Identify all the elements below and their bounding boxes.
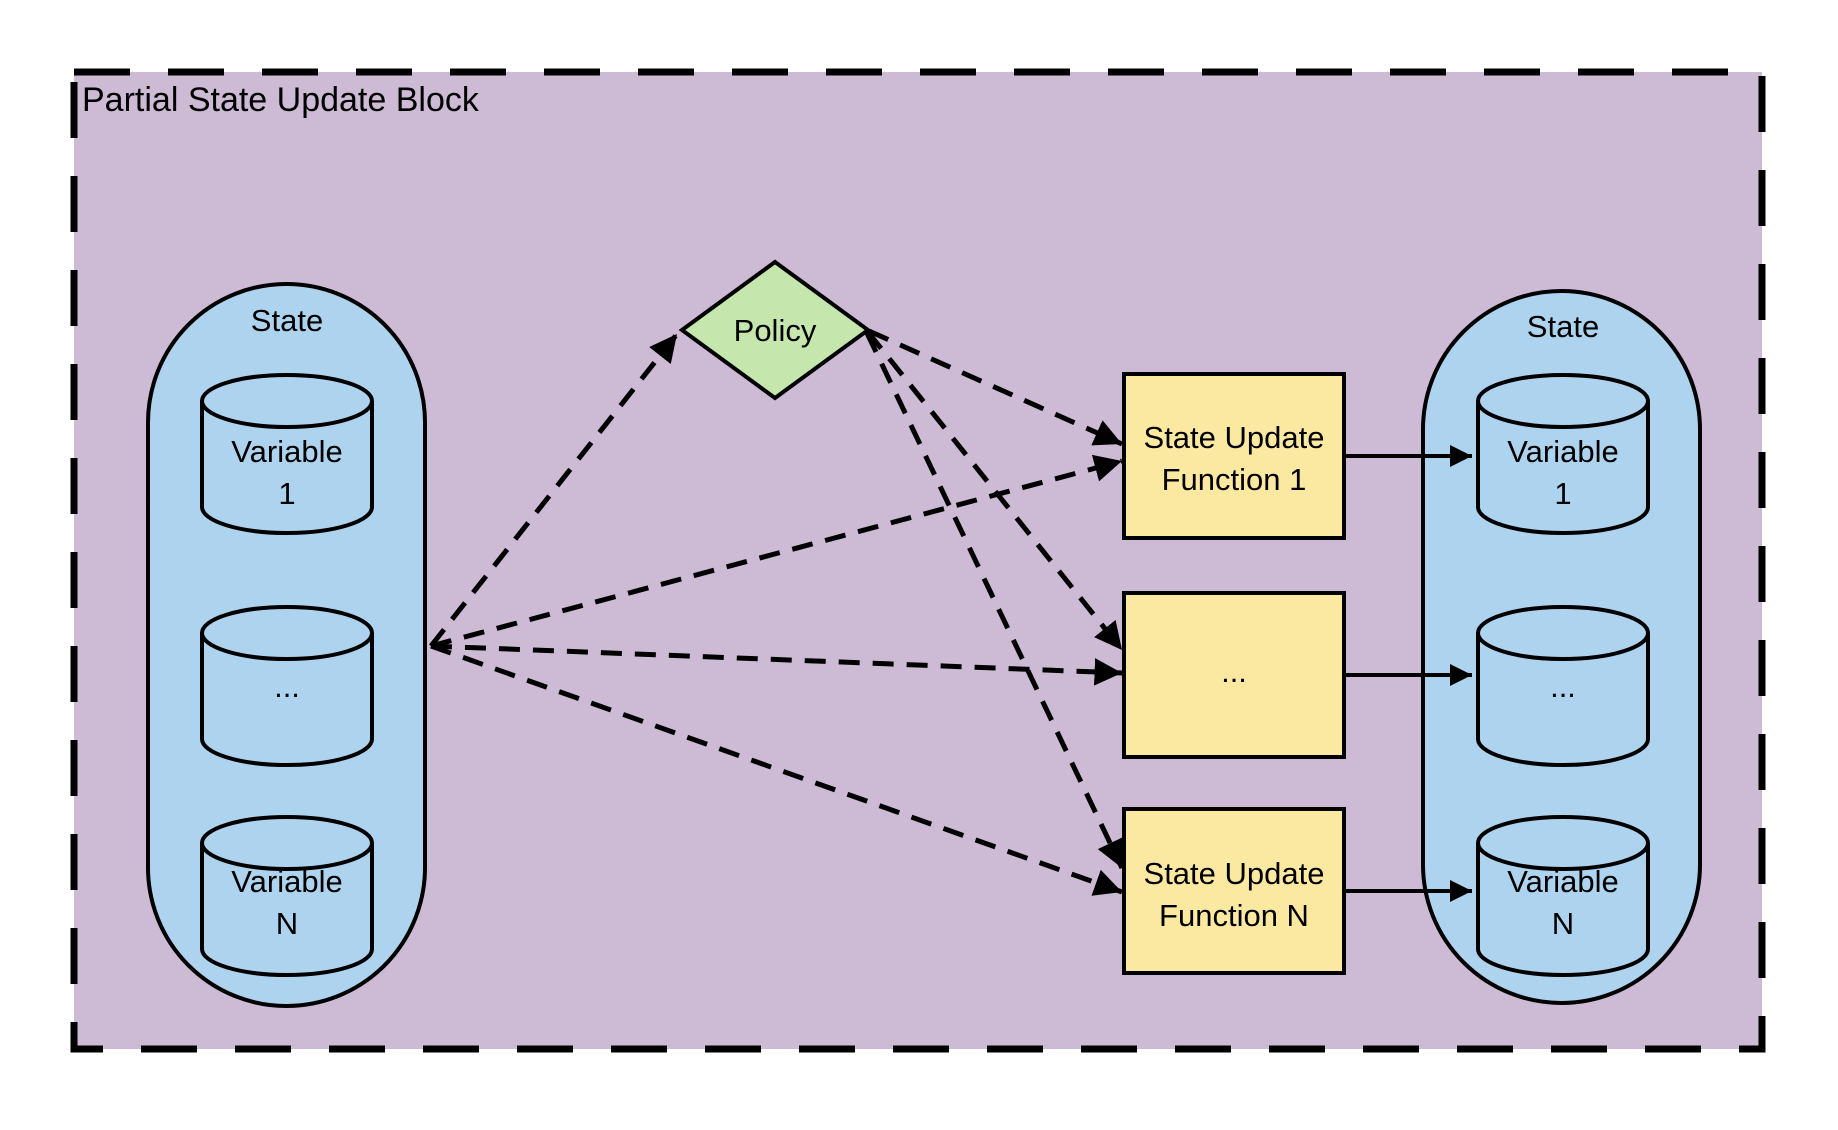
edge-policy-to-function-1 — [867, 328, 1124, 447]
state-update-function-ellipsis-box — [1122, 591, 1346, 759]
cylinder-label-line2: 1 — [278, 476, 295, 511]
function-label-line1: ... — [1221, 654, 1247, 689]
cylinder-body — [200, 633, 374, 767]
cylinder-top — [200, 815, 374, 871]
left-state-group: State Variable 1 ... Variable N — [146, 282, 427, 1008]
state-update-function-ellipsis-group: ... — [1122, 591, 1346, 759]
cylinder-body — [200, 843, 374, 977]
left-cylinder-variable-1: Variable 1 — [200, 373, 374, 535]
cylinder-top — [1476, 605, 1650, 661]
cylinder-label-line2: N — [1552, 906, 1574, 941]
cylinder-top — [1476, 373, 1650, 429]
policy-group: Policy — [678, 259, 872, 401]
edge-policy-to-function-n — [864, 331, 1125, 870]
cylinder-body — [1476, 633, 1650, 767]
cylinder-label-line1: Variable — [1507, 864, 1618, 899]
left-state-label: State — [251, 303, 323, 338]
cylinder-body — [1476, 843, 1650, 977]
cylinder-top — [200, 605, 374, 661]
edge-state-to-function-ellipsis — [430, 643, 1123, 686]
function-label-line1: State Update — [1144, 856, 1325, 891]
right-cylinder-variable-n: Variable N — [1476, 815, 1650, 977]
cylinder-label-line1: Variable — [1507, 434, 1618, 469]
edge-state-to-function-n — [430, 643, 1123, 896]
right-state-group: State Variable 1 ... Variable N — [1421, 289, 1702, 1005]
state-update-function-n-group: State Update Function N — [1122, 807, 1346, 975]
function-label-line1: State Update — [1144, 420, 1325, 455]
policy-diamond — [678, 259, 872, 401]
function-label-line2: Function N — [1159, 898, 1309, 933]
cylinder-label-line2: N — [276, 906, 298, 941]
cylinder-top — [200, 373, 374, 429]
cylinder-label-line1: Variable — [231, 864, 342, 899]
cylinder-label-line1: ... — [274, 669, 300, 704]
cylinder-body — [1476, 401, 1650, 535]
cylinder-label-line1: Variable — [231, 434, 342, 469]
left-cylinder-variable-n: Variable N — [200, 815, 374, 977]
block-title: Partial State Update Block — [82, 81, 480, 119]
right-cylinder-ellipsis: ... — [1476, 605, 1650, 767]
state-update-function-1-group: State Update Function 1 — [1122, 372, 1346, 540]
right-cylinder-variable-1: Variable 1 — [1476, 373, 1650, 535]
cylinder-label-line1: ... — [1550, 669, 1576, 704]
policy-label: Policy — [734, 313, 817, 348]
state-update-function-n-box — [1122, 807, 1346, 975]
cylinder-label-line2: 1 — [1554, 476, 1571, 511]
function-label-line2: Function 1 — [1162, 462, 1307, 497]
left-cylinder-ellipsis: ... — [200, 605, 374, 767]
right-state-label: State — [1527, 309, 1599, 344]
state-update-function-1-box — [1122, 372, 1346, 540]
cylinder-body — [200, 401, 374, 535]
edge-state-to-function-1 — [430, 454, 1123, 649]
cylinder-top — [1476, 815, 1650, 871]
